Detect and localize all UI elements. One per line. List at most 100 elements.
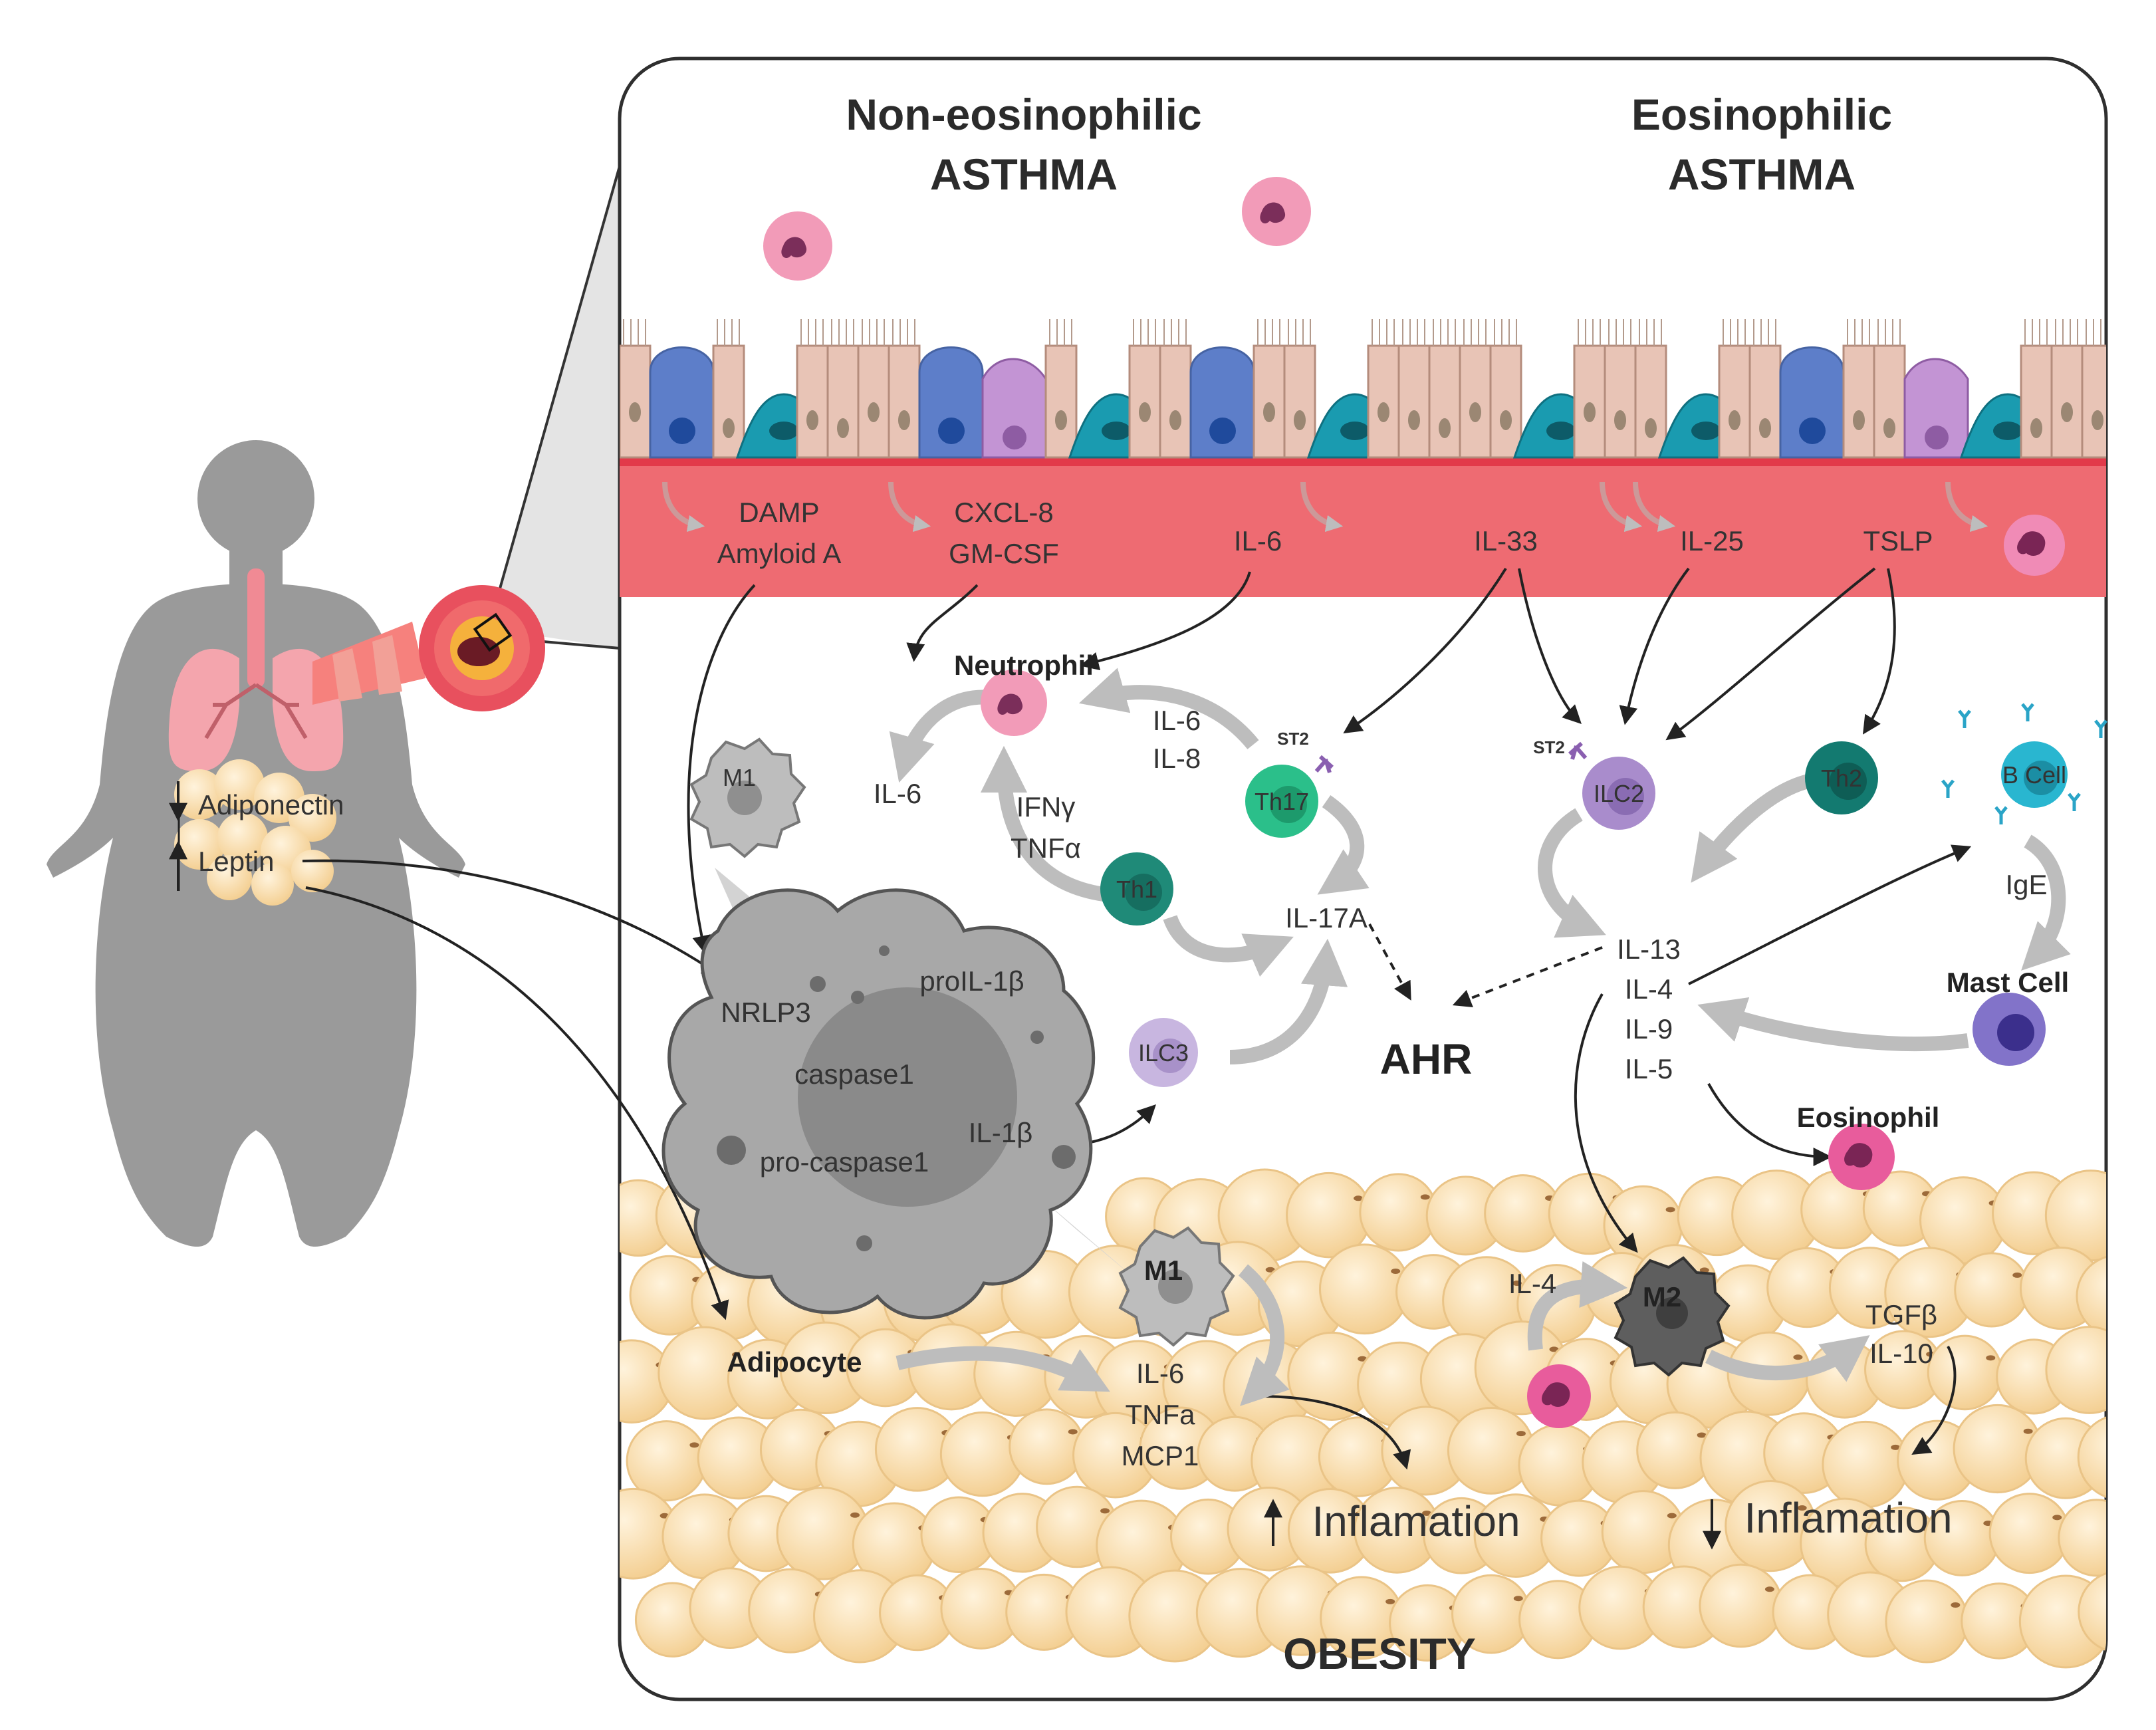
ilc2-cell — [1568, 741, 1655, 830]
columnar-cell-nucleus — [868, 402, 880, 422]
basal-cell-nucleus — [1102, 422, 1131, 440]
ahr-label: AHR — [1380, 1035, 1473, 1083]
adipocyte-nucleus — [1354, 1195, 1364, 1201]
procaspase1-label: pro-caspase1 — [760, 1146, 929, 1177]
columnar-cell-nucleus — [1294, 410, 1306, 430]
ilc3-cell — [1129, 1018, 1198, 1087]
basal-cell-nucleus — [1691, 422, 1721, 440]
cxcl8-label: CXCL-8 — [954, 497, 1053, 528]
il6-neutro-label: IL-6 — [1153, 705, 1201, 736]
epithelial-mediators: DAMP Amyloid A CXCL-8 GM-CSF IL-6 IL-33 … — [717, 497, 1933, 569]
fat-il4-label: IL-4 — [1508, 1268, 1556, 1299]
tgfb-label: TGFβ — [1865, 1299, 1937, 1330]
tnfa-label: TNFα — [1011, 832, 1081, 864]
inflammation-down-label: Inflamation — [1744, 1494, 1952, 1542]
columnar-cell — [826, 344, 860, 459]
proil1b-label: proIL-1β — [919, 965, 1024, 997]
columnar-cell — [1428, 344, 1461, 459]
adipocyte-nucleus — [1068, 1429, 1078, 1435]
club-cell-nucleus — [1003, 426, 1026, 449]
goblet-cell — [918, 346, 984, 459]
lumen-neutrophil-2 — [1242, 177, 1311, 246]
adipocyte-nucleus — [1797, 1505, 1807, 1511]
columnar-cell — [1159, 344, 1192, 459]
adipocyte-cell — [1885, 1579, 1969, 1664]
m1-macrophage-small — [689, 737, 806, 858]
columnar-cell-nucleus — [1263, 402, 1275, 422]
th1-label: Th1 — [1116, 876, 1157, 903]
ifng-label: IFNγ — [1017, 791, 1076, 822]
m1-macrophage-zoom — [661, 888, 1096, 1320]
columnar-cell-nucleus — [1408, 410, 1420, 430]
epithelial-release-arrow — [1945, 481, 1988, 533]
columnar-cell — [1604, 344, 1637, 459]
adipocyte-nucleus — [2117, 1195, 2127, 1200]
adipocyte-nucleus — [1512, 1281, 1522, 1287]
st2-ilc2-label: ST2 — [1533, 737, 1565, 757]
amyloid-a-label: Amyloid A — [717, 538, 842, 569]
columnar-cell — [2081, 344, 2106, 459]
il33-label: IL-33 — [1474, 525, 1538, 556]
columnar-cell-nucleus — [2092, 410, 2103, 430]
il5-label: IL-5 — [1625, 1053, 1673, 1084]
columnar-cell-nucleus — [1377, 402, 1389, 422]
adipocyte-cell — [2045, 1326, 2106, 1414]
adipocyte-nucleus — [850, 1512, 860, 1518]
columnar-cell-nucleus — [806, 410, 818, 430]
columnar-cell — [1718, 344, 1751, 459]
th1-cell — [1100, 852, 1173, 926]
bcell-label: B Cell — [2002, 761, 2066, 789]
adipocyte-nucleus — [2141, 1277, 2151, 1283]
adipocyte-nucleus — [1516, 1431, 1526, 1437]
columnar-cell-nucleus — [1729, 410, 1740, 430]
epithelial-release-arrow — [1633, 481, 1676, 533]
il17a-label: IL-17A — [1285, 902, 1368, 933]
columnar-cell — [1873, 344, 1906, 459]
leptin-label: Leptin — [198, 846, 274, 877]
fat-mcp1-label: MCP1 — [1122, 1440, 1199, 1471]
columnar-cell — [796, 344, 829, 459]
tslp-label: TSLP — [1863, 525, 1933, 556]
il4-label: IL-4 — [1625, 973, 1673, 1005]
adipocyte-nucleus — [1665, 1207, 1675, 1213]
goblet-cell-nucleus — [1799, 418, 1826, 444]
adipocyte-cell — [1359, 1173, 1438, 1252]
th17-cell — [1245, 755, 1334, 838]
adipocyte-nucleus — [1951, 1602, 1961, 1608]
airway-cross-section — [312, 585, 545, 711]
columnar-cell-nucleus — [2061, 402, 2073, 422]
il6-left-label: IL-6 — [874, 778, 921, 809]
adipocyte-nucleus — [1422, 1510, 1432, 1516]
adiponectin-label: Adiponectin — [198, 789, 344, 820]
ilc3-label: ILC3 — [1138, 1039, 1189, 1066]
lumen-neutrophil-1 — [763, 211, 832, 281]
st2-th17-label: ST2 — [1277, 729, 1309, 749]
adipocyte-nucleus — [1391, 1268, 1401, 1274]
adipocyte-cell — [1954, 1252, 2030, 1328]
epithelial-release-arrow — [1600, 481, 1643, 533]
epithelial-release-arrow — [888, 481, 931, 533]
non-eosinophilic-title-line2: ASTHMA — [930, 150, 1118, 199]
columnar-cell — [1044, 344, 1078, 459]
damp-label: DAMP — [739, 497, 819, 528]
adipocyte-nucleus — [2115, 1350, 2124, 1356]
zoom-line-top — [487, 166, 621, 629]
adipocyte-cell — [2058, 1499, 2106, 1577]
adipocyte-label: Adipocyte — [727, 1346, 862, 1378]
th2-cytokines: IL-13 IL-4 IL-9 IL-5 — [1617, 933, 1681, 1084]
columnar-cell — [1367, 344, 1400, 459]
adipocyte-nucleus — [1513, 1596, 1523, 1602]
columnar-cell-nucleus — [1169, 410, 1181, 430]
bcell-cell — [1941, 703, 2107, 824]
columnar-cell-nucleus — [1759, 418, 1771, 438]
columnar-cell — [1573, 344, 1606, 459]
epithelium-eosinophil — [2004, 515, 2065, 576]
adipocyte-nucleus — [1986, 1355, 1996, 1361]
adipocyte-nucleus — [1891, 1444, 1901, 1450]
eosinophil-label: Eosinophil — [1797, 1102, 1940, 1133]
columnar-cell — [1253, 344, 1286, 459]
mastcell-label: Mast Cell — [1947, 967, 2069, 998]
columnar-cell — [1283, 344, 1316, 459]
adipocyte-nucleus — [689, 1442, 699, 1448]
columnar-cell-nucleus — [898, 410, 910, 430]
